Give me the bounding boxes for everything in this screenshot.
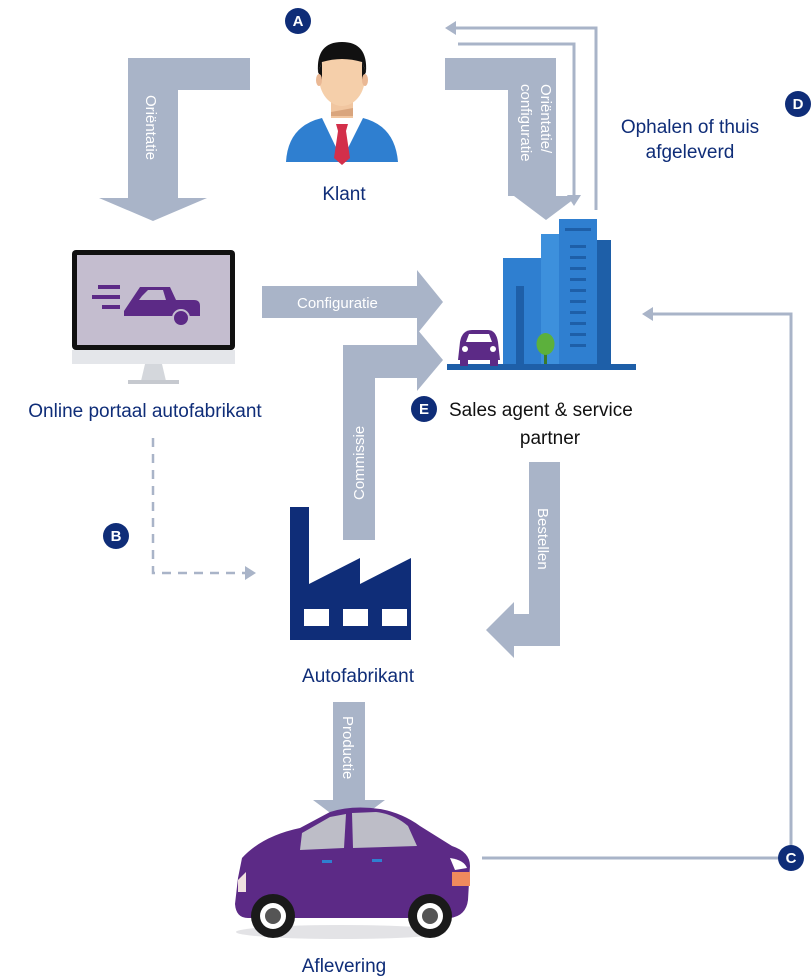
node-sales-label-line2: partner xyxy=(520,428,581,449)
node-sales-label: Sales agent & service xyxy=(449,400,633,421)
arrow-orientatie xyxy=(99,58,250,221)
svg-text:C: C xyxy=(786,850,797,867)
line-klant-to-building xyxy=(458,42,576,198)
node-fabrikant-label: Autofabrikant xyxy=(302,666,415,687)
svg-text:A: A xyxy=(293,13,304,30)
arrow-configuratie xyxy=(262,270,443,334)
note-d-line2: afgeleverd xyxy=(646,142,735,163)
arrowhead-fabrikant xyxy=(245,566,256,580)
arrowhead-klant xyxy=(445,21,456,35)
arrow-bestellen-label: Bestellen xyxy=(534,508,551,570)
car-icon xyxy=(235,807,470,939)
badge-c: C xyxy=(778,845,804,871)
monitor-icon xyxy=(72,250,235,384)
line-building-to-klant-return xyxy=(452,26,598,210)
node-aflevering-label: Aflevering xyxy=(302,956,387,977)
badge-d: D xyxy=(785,91,811,117)
arrowhead-building-right xyxy=(642,307,653,321)
badge-b: B xyxy=(103,523,129,549)
building-icon xyxy=(447,219,636,370)
node-portal-label: Online portaal autofabrikant xyxy=(28,401,262,422)
line-car-to-building xyxy=(482,312,793,860)
note-d-line1: Ophalen of thuis xyxy=(621,117,759,138)
arrow-configuratie-label: Configuratie xyxy=(297,295,378,312)
badge-a: A xyxy=(285,8,311,34)
factory-icon xyxy=(290,507,411,640)
arrow-productie-label: Productie xyxy=(339,716,356,779)
svg-text:D: D xyxy=(793,96,804,113)
arrow-orientatie-configuratie xyxy=(445,58,578,220)
svg-text:B: B xyxy=(111,528,122,545)
arrow-orientatie-configuratie-label-2: configuratie xyxy=(517,84,534,162)
arrow-orientatie-configuratie-label-1: Oriëntatie/ xyxy=(537,84,554,154)
arrow-productie xyxy=(313,702,385,827)
badge-e: E xyxy=(411,396,437,422)
arrow-orientatie-label: Oriëntatie xyxy=(142,95,159,160)
arrow-commissie xyxy=(343,329,443,540)
customer-icon xyxy=(286,42,398,165)
dashed-line-portal-to-fabrikant xyxy=(151,438,246,575)
arrow-commissie-label: Commissie xyxy=(351,426,368,500)
arrow-bestellen xyxy=(486,462,560,658)
node-klant-label: Klant xyxy=(322,184,366,205)
svg-text:E: E xyxy=(419,401,429,418)
arrowhead-building-top xyxy=(567,195,581,206)
